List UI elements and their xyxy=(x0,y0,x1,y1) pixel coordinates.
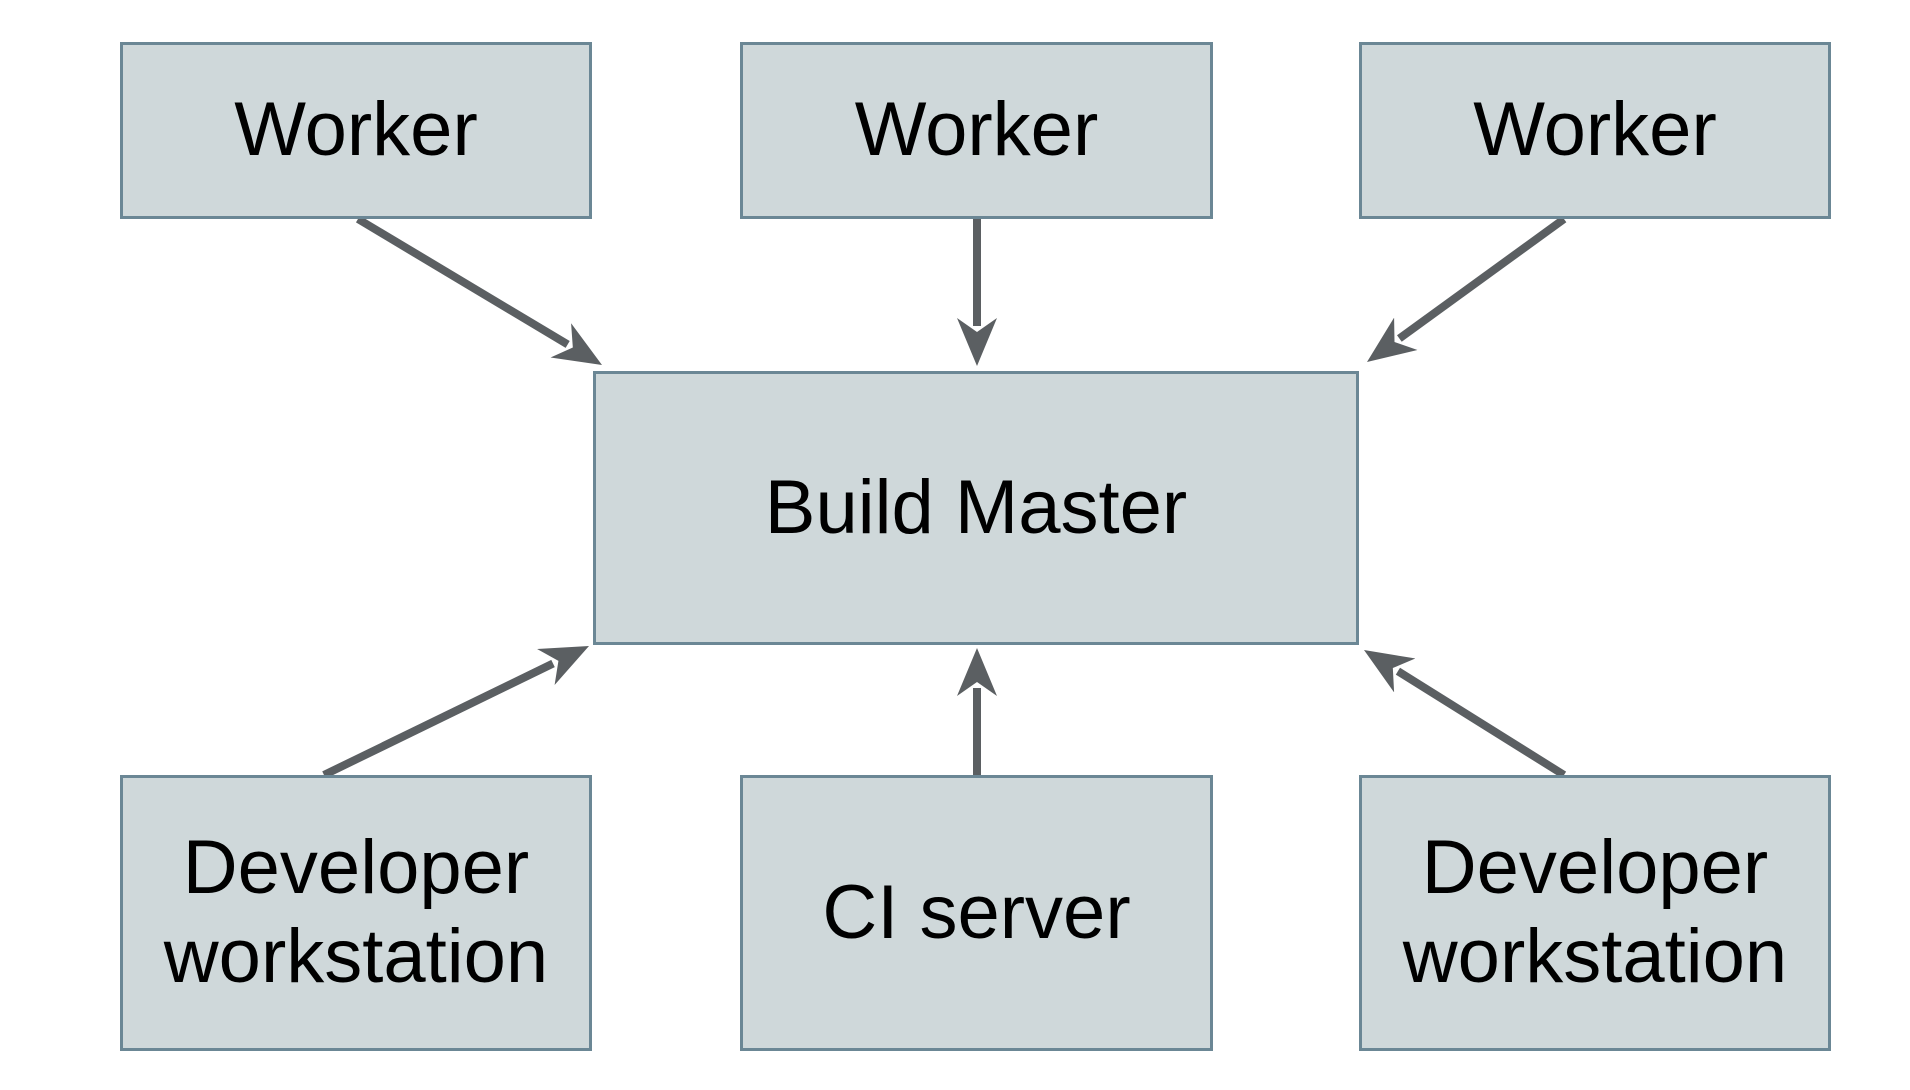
node-build-master: Build Master xyxy=(593,371,1359,645)
arrow-developer-workstation-left-to-build-master xyxy=(322,645,589,779)
node-worker-2-label: Worker xyxy=(854,87,1099,173)
arrow-worker-1-to-build-master xyxy=(355,215,602,365)
node-worker-3: Worker xyxy=(1359,42,1831,219)
node-worker-1-label: Worker xyxy=(234,87,478,173)
node-build-master-label: Build Master xyxy=(764,464,1188,550)
node-worker-3-label: Worker xyxy=(1473,87,1717,173)
node-worker-1: Worker xyxy=(120,42,592,219)
arrow-developer-workstation-right-to-build-master xyxy=(1363,649,1567,779)
node-developer-workstation-left-label: Developer workstation xyxy=(163,825,549,999)
node-worker-2: Worker xyxy=(740,42,1213,219)
node-developer-workstation-left: Developer workstation xyxy=(120,775,592,1051)
arrow-worker-3-to-build-master xyxy=(1366,215,1567,362)
node-ci-server: CI server xyxy=(740,775,1213,1051)
node-ci-server-label: CI server xyxy=(822,869,1131,955)
node-developer-workstation-right: Developer workstation xyxy=(1359,775,1831,1051)
node-developer-workstation-right-label: Developer workstation xyxy=(1402,825,1788,999)
